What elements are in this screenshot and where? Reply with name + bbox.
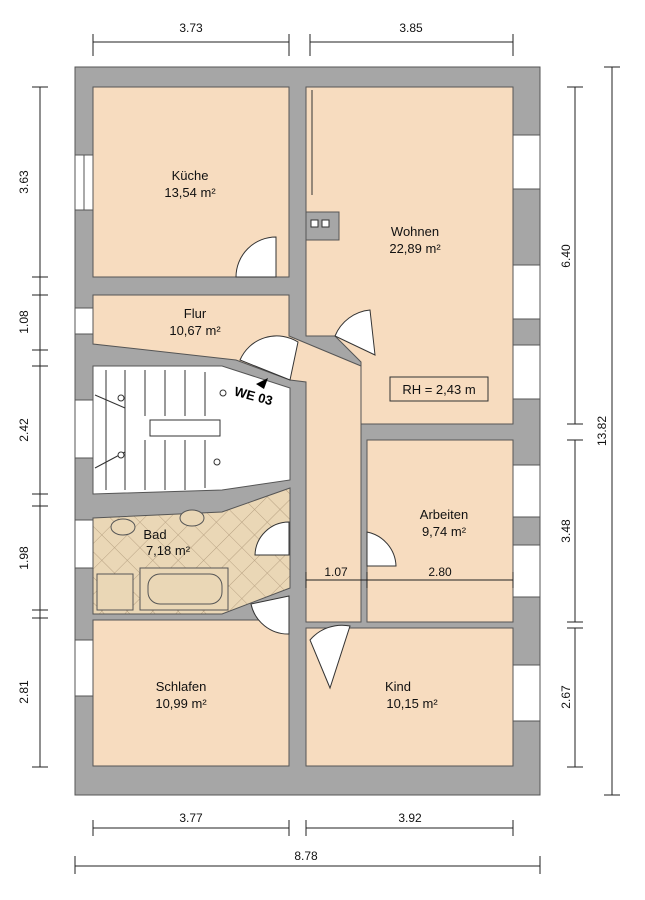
dimension-lines [32, 34, 620, 874]
entry-arrow-icon [256, 378, 268, 389]
bath-fixtures [96, 509, 229, 611]
dim-right-2: 3.48 [559, 519, 573, 543]
dim-bottom-total: 8.78 [294, 849, 318, 863]
dim-left-3: 2.42 [17, 418, 31, 442]
room-stair [92, 365, 291, 495]
room-name-flur: Flur [184, 306, 207, 321]
chimney [305, 211, 340, 241]
dim-left-5: 2.81 [17, 680, 31, 704]
dim-bottom-right: 3.92 [398, 811, 422, 825]
room-area-schlafen: 10,99 m² [155, 696, 207, 711]
room-area-wohnen: 22,89 m² [389, 241, 441, 256]
room-area-kind: 10,15 m² [386, 696, 438, 711]
room-name-wohnen: Wohnen [391, 224, 439, 239]
room-name-kueche: Küche [172, 168, 209, 183]
dim-left-1: 3.63 [17, 170, 31, 194]
dim-top-right: 3.85 [399, 21, 423, 35]
room-name-schlafen: Schlafen [156, 679, 207, 694]
dim-top-left: 3.73 [179, 21, 203, 35]
room-name-kind: Kind [385, 679, 411, 694]
staircase [94, 370, 227, 490]
room-name-bad: Bad [143, 527, 166, 542]
room-area-flur: 10,67 m² [169, 323, 221, 338]
dim-left-4: 1.98 [17, 546, 31, 570]
dim-inner-2: 2.80 [428, 565, 452, 579]
dim-left-2: 1.08 [17, 310, 31, 334]
ceiling-height: RH = 2,43 m [402, 382, 475, 397]
room-name-arbeiten: Arbeiten [420, 507, 468, 522]
room-area-bad: 7,18 m² [146, 543, 191, 558]
dim-right-total: 13.82 [595, 416, 609, 446]
doors [235, 90, 397, 690]
room-area-kueche: 13,54 m² [164, 185, 216, 200]
ceiling-height-box [389, 376, 489, 402]
windows [74, 134, 541, 722]
dim-right-1: 6.40 [559, 244, 573, 268]
room-arbeiten [366, 439, 514, 623]
dim-right-3: 2.67 [559, 685, 573, 709]
dim-bottom-left: 3.77 [179, 811, 203, 825]
dim-inner-1: 1.07 [324, 565, 348, 579]
room-area-arbeiten: 9,74 m² [422, 524, 467, 539]
room-schlafen [92, 619, 290, 767]
room-flur [92, 294, 362, 623]
